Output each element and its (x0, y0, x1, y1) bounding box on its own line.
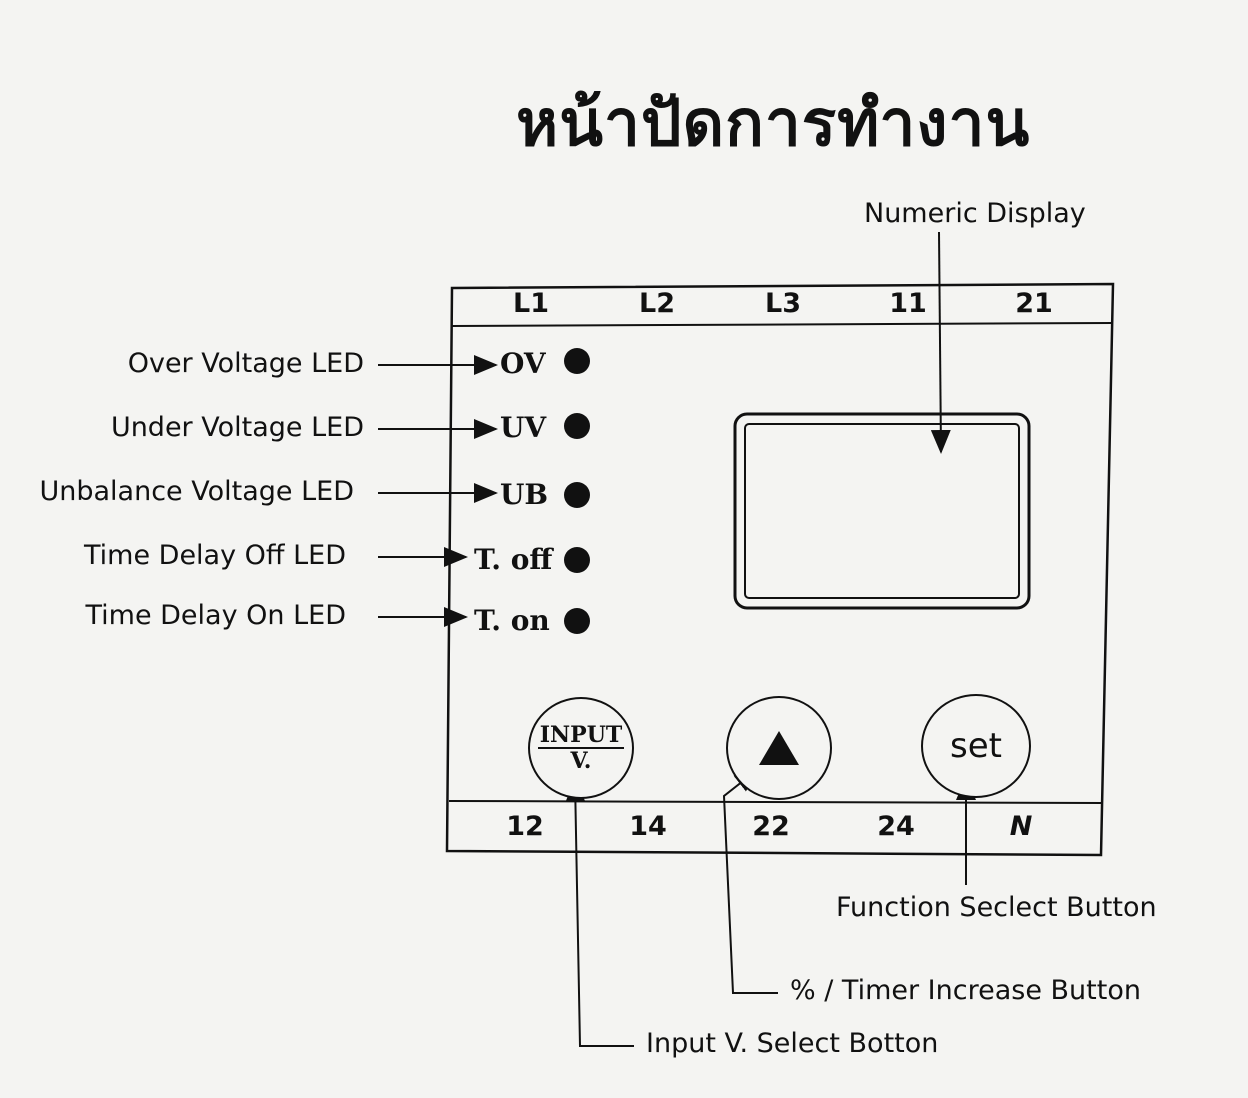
up-triangle-icon (759, 731, 799, 765)
led-t-on-indicator (564, 608, 590, 634)
callout-input-select: Input V. Select Botton (646, 1028, 939, 1059)
numeric-display-inner (744, 423, 1020, 599)
callout-function-select: Function Seclect Button (836, 892, 1157, 923)
device-frame (445, 282, 1115, 857)
led-label-ov: OV (500, 347, 546, 380)
led-label-ub: UB (500, 478, 549, 511)
terminal-top-21: 21 (1015, 288, 1053, 319)
led-uv-indicator (564, 413, 590, 439)
callout-time-delay-off: Time Delay Off LED (84, 540, 346, 571)
terminal-bottom-12: 12 (506, 811, 544, 842)
led-ov-indicator (564, 348, 590, 374)
top-terminal-divider (451, 322, 1113, 327)
callout-under-voltage: Under Voltage LED (110, 412, 364, 443)
led-label-t-off: T. off (474, 543, 553, 576)
callout-timer-increase: % / Timer Increase Button (790, 975, 1141, 1006)
bottom-terminal-divider (448, 800, 1104, 804)
callout-unbalance-voltage: Unbalance Voltage LED (39, 476, 354, 507)
timer-increase-button[interactable] (726, 696, 832, 800)
terminal-top-11: 11 (889, 288, 927, 319)
terminal-top-l2: L2 (639, 288, 675, 319)
input-button-label-top: INPUT (537, 722, 625, 749)
led-t-off-indicator (564, 547, 590, 573)
led-ub-indicator (564, 482, 590, 508)
terminal-bottom-n: N (1009, 811, 1033, 842)
terminal-top-l3: L3 (765, 288, 801, 319)
callout-over-voltage: Over Voltage LED (127, 348, 364, 379)
led-label-t-on: T. on (474, 604, 550, 637)
set-button-label: set (950, 726, 1002, 766)
input-button-label-bottom: V. (570, 748, 592, 774)
terminal-top-l1: L1 (513, 288, 549, 319)
page-title: หน้าปัดการทำงาน (516, 87, 1031, 161)
led-label-uv: UV (500, 411, 547, 444)
numeric-display (733, 412, 1031, 610)
callout-numeric-display: Numeric Display (864, 198, 1086, 229)
terminal-bottom-14: 14 (629, 811, 667, 842)
input-v-select-button[interactable]: INPUT V. (528, 697, 634, 799)
terminal-bottom-24: 24 (877, 811, 915, 842)
terminal-bottom-22: 22 (752, 811, 790, 842)
callout-time-delay-on: Time Delay On LED (85, 600, 346, 631)
function-select-button[interactable]: set (921, 694, 1031, 798)
